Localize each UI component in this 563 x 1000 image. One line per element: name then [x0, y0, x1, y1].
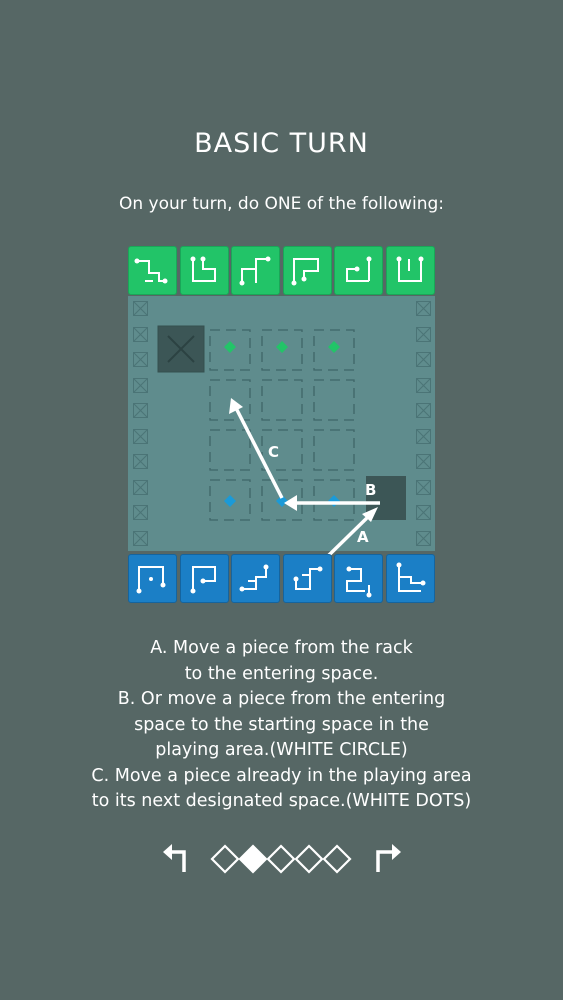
x-mark-icon: [415, 530, 431, 546]
tutorial-navigation: [0, 830, 563, 880]
blue-piece-5[interactable]: [334, 554, 384, 603]
page-indicator: [210, 844, 352, 874]
green-marker: [328, 341, 340, 353]
x-mark-icon: [132, 377, 148, 393]
instruction-line: playing area.(WHITE CIRCLE): [155, 740, 408, 760]
page-subtitle: On your turn, do ONE of the following:: [119, 194, 444, 214]
instruction-line: B. Or move a piece from the entering: [117, 689, 446, 709]
green-piece-2[interactable]: [179, 246, 229, 295]
game-board: A B C: [128, 246, 435, 606]
page-dot-3: [266, 844, 296, 874]
x-mark-icon: [415, 301, 431, 317]
instructions-block: A. Move a piece from the rack to the ent…: [0, 636, 563, 815]
x-mark-icon: [132, 403, 148, 419]
x-mark-icon: [415, 479, 431, 495]
x-mark-icon: [415, 454, 431, 470]
page-dot-1: [210, 844, 240, 874]
left-border-column: [128, 296, 152, 551]
blue-marker: [224, 495, 236, 507]
green-piece-4[interactable]: [282, 246, 332, 295]
arrow-label-a: A: [357, 528, 369, 546]
blue-piece-3[interactable]: [231, 554, 281, 603]
green-marker: [224, 341, 236, 353]
x-mark-icon: [132, 352, 148, 368]
green-piece-6[interactable]: [385, 246, 435, 295]
green-piece-5[interactable]: [334, 246, 384, 295]
x-mark-icon: [132, 530, 148, 546]
x-mark-icon: [415, 403, 431, 419]
board-overlay: [157, 325, 406, 558]
arrow-label-c: C: [268, 443, 280, 461]
x-mark-icon: [132, 479, 148, 495]
blue-piece-4[interactable]: [282, 554, 332, 603]
green-piece-3[interactable]: [231, 246, 281, 295]
x-mark-icon: [132, 505, 148, 521]
right-border-column: [411, 296, 435, 551]
x-mark-icon: [415, 377, 431, 393]
page-dot-2: [238, 844, 268, 874]
instruction-line: space to the starting space in the: [134, 714, 429, 735]
x-mark-icon: [132, 301, 148, 317]
turn-left-arrow-icon[interactable]: [160, 838, 194, 874]
turn-right-arrow-icon[interactable]: [370, 838, 404, 874]
instruction-line: to its next designated space.(WHITE DOTS…: [91, 791, 472, 811]
x-mark-icon: [132, 428, 148, 444]
page-title: BASIC TURN: [194, 128, 369, 159]
x-mark-icon: [415, 505, 431, 521]
x-mark-icon: [415, 326, 431, 342]
blue-marker: [328, 495, 340, 507]
blue-piece-2[interactable]: [179, 554, 229, 603]
x-mark-icon: [132, 326, 148, 342]
instruction-line: to the entering space.: [184, 663, 379, 684]
green-rack: [128, 246, 435, 296]
x-mark-icon: [415, 352, 431, 368]
blue-piece-6[interactable]: [385, 554, 435, 603]
green-piece-1[interactable]: [128, 246, 177, 295]
x-mark-icon: [132, 454, 148, 470]
blue-marker: [276, 495, 288, 507]
page-dot-5: [322, 844, 352, 874]
instruction-line: A. Move a piece from the rack: [150, 638, 413, 658]
green-marker: [276, 341, 288, 353]
page-dot-4: [294, 844, 324, 874]
blue-rack: [128, 554, 435, 604]
x-mark-icon: [415, 428, 431, 444]
arrow-label-b: B: [365, 481, 377, 499]
instruction-line: C. Move a piece already in the playing a…: [91, 765, 472, 786]
blue-piece-1[interactable]: [128, 554, 177, 603]
